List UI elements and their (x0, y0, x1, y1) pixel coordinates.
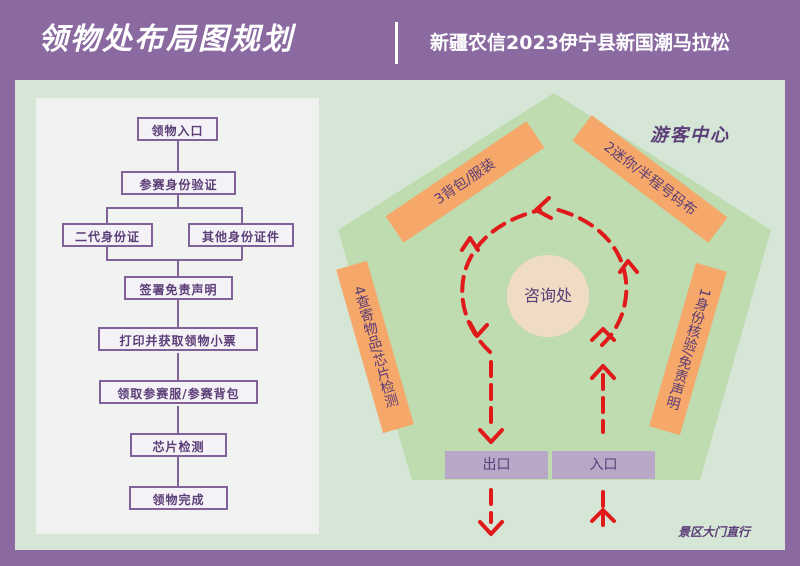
page-subtitle: 新疆农信2023伊宁县新国潮马拉松 (430, 32, 730, 54)
flow-connector (177, 194, 179, 208)
arrow-head-loop-left-top (534, 196, 553, 220)
header-divider (395, 22, 398, 64)
help-desk: 咨询处 (507, 255, 589, 337)
flow-connector (177, 353, 179, 380)
entrance-gate: 入口 (552, 451, 655, 479)
arrow-head-loop-right-down (468, 321, 489, 338)
flow-connector (177, 300, 179, 327)
flow-connector (241, 246, 243, 260)
flow-step-chip-check: 芯片检测 (130, 433, 227, 457)
flow-connector (106, 207, 108, 224)
flow-connector (177, 457, 179, 487)
flow-step-sign-waiver: 签署免责声明 (124, 276, 233, 300)
visitor-center-label: 游客中心 (650, 125, 730, 146)
route-loop-right (553, 207, 629, 347)
arrow-head-entrance-center (590, 327, 616, 342)
arrow-head-loop-right-up (618, 259, 639, 274)
flow-connector (177, 140, 179, 172)
flow-connector (106, 246, 108, 260)
arrow-head-loop-left-up (460, 236, 480, 252)
arrow-head-entrance-in (590, 508, 616, 523)
arrow-head-entrance-inner (590, 364, 616, 380)
flow-step-identity-verification: 参赛身份验证 (121, 171, 236, 195)
flow-connector (241, 207, 243, 224)
flow-step-id-card: 二代身份证 (62, 223, 153, 247)
flow-connector (106, 259, 242, 261)
gate-note: 景区大门直行 (678, 525, 751, 539)
exit-gate: 出口 (445, 451, 548, 479)
flow-step-pickup-entrance: 领物入口 (137, 117, 218, 141)
flow-step-other-id: 其他身份证件 (188, 223, 294, 247)
flow-step-collect-gear: 领取参赛服/参赛背包 (99, 380, 258, 404)
flow-step-print-ticket: 打印并获取领物小票 (98, 327, 258, 351)
page-title: 领物处布局图规划 (38, 22, 294, 57)
flow-connector (177, 406, 179, 433)
flow-step-complete: 领物完成 (129, 486, 228, 510)
flow-connector (177, 259, 179, 277)
flow-connector (106, 207, 242, 209)
arrow-head-exit-inner (478, 428, 504, 444)
arrow-head-exit-out (478, 520, 504, 536)
